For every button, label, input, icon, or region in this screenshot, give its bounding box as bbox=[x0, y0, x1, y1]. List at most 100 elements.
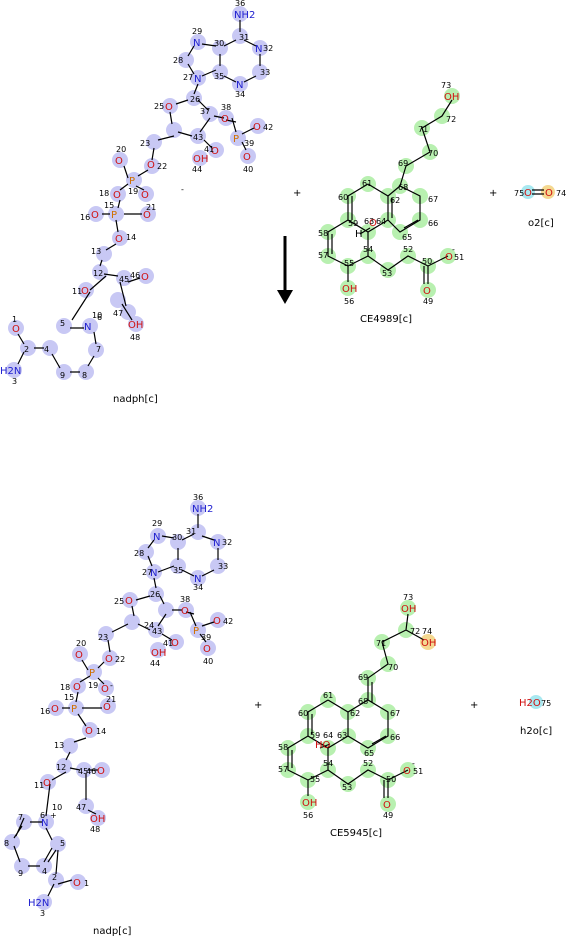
atom-number: 50 bbox=[386, 775, 396, 784]
atom-o: O bbox=[203, 644, 211, 655]
atom-n: N bbox=[193, 38, 200, 49]
atom-o: O bbox=[403, 766, 411, 777]
atom-number: 42 bbox=[223, 617, 233, 626]
molecule-ce5945: OH OH O O OH HO 73 74 72 71 70 69 68 67 … bbox=[278, 593, 436, 839]
plus-sign: + bbox=[489, 188, 497, 199]
atom-number: 27 bbox=[183, 73, 193, 82]
atom-number: 38 bbox=[180, 595, 190, 604]
atom-o: O bbox=[141, 272, 149, 283]
atom-o: O bbox=[213, 616, 221, 627]
atom-number: 39 bbox=[244, 139, 254, 148]
atom-number: 25 bbox=[114, 597, 124, 606]
atom-number: 14 bbox=[126, 233, 136, 242]
atom-number: 2 bbox=[52, 873, 57, 882]
atom-number: 10 bbox=[92, 311, 102, 320]
atom-p: P bbox=[111, 210, 117, 221]
nadp-numbers: 36 31 32 33 34 35 30 29 28 27 26 25 24 3… bbox=[4, 493, 233, 918]
atom-o: O bbox=[101, 684, 109, 695]
molecule-ce4989: OH O O OH H O 73 72 71 70 69 68 67 66 65… bbox=[318, 81, 464, 325]
atom-number: 4 bbox=[42, 867, 47, 876]
atom-number: 23 bbox=[140, 139, 150, 148]
atom-number: 20 bbox=[116, 145, 126, 154]
atom-o: O bbox=[12, 324, 20, 335]
atom-o: O bbox=[369, 218, 377, 229]
atom-number: 18 bbox=[99, 189, 109, 198]
atom-number: 53 bbox=[382, 269, 392, 278]
atom-number: 13 bbox=[54, 741, 64, 750]
atom-number: 40 bbox=[243, 165, 253, 174]
atom-n: N bbox=[150, 568, 157, 579]
atom-number: 15 bbox=[64, 693, 74, 702]
molecule-nadph: NH2 N N N N O O P O O O OH O O P O O P O… bbox=[0, 0, 273, 405]
atom-number: 42 bbox=[263, 123, 273, 132]
atom-number: 41 bbox=[163, 639, 173, 648]
atom-number: 7 bbox=[18, 813, 23, 822]
atom-number: 58 bbox=[318, 229, 328, 238]
atom-oh: OH bbox=[342, 284, 357, 295]
atom-n: N bbox=[194, 74, 201, 85]
atom-number: 44 bbox=[192, 165, 202, 174]
nadph-atoms: NH2 N N N N O O P O O O OH O O P O O P O… bbox=[0, 10, 262, 377]
atom-number: 49 bbox=[423, 297, 433, 306]
atom-number: 47 bbox=[76, 803, 86, 812]
reaction-arrow bbox=[277, 236, 293, 304]
atom-number: 55 bbox=[344, 259, 354, 268]
atom-oh: OH bbox=[302, 798, 317, 809]
atom-number: 60 bbox=[298, 709, 308, 718]
atom-number: 58 bbox=[278, 743, 288, 752]
atom-number: 39 bbox=[201, 633, 211, 642]
atom-oh: OH bbox=[151, 648, 166, 659]
atom-h2o: H2O bbox=[519, 698, 541, 709]
nadp-bonds bbox=[13, 514, 219, 897]
atom-number: 64 bbox=[376, 217, 386, 226]
atom-number: 38 bbox=[221, 103, 231, 112]
charge-minus: - bbox=[181, 185, 184, 194]
atom-number: 2 bbox=[24, 345, 29, 354]
atom-number: 56 bbox=[303, 811, 313, 820]
atom-number: 70 bbox=[428, 149, 438, 158]
atom-number: 37 bbox=[200, 107, 210, 116]
atom-number: 57 bbox=[278, 765, 288, 774]
ce4989-bonds bbox=[327, 99, 453, 284]
atom-number: 29 bbox=[192, 27, 202, 36]
atom-n: N bbox=[41, 818, 48, 829]
atom-number: 5 bbox=[60, 319, 65, 328]
atom-o: O bbox=[125, 596, 133, 607]
atom-number: 50 bbox=[422, 257, 432, 266]
charge-minus: - bbox=[452, 245, 455, 254]
atom-number: 44 bbox=[150, 659, 160, 668]
atom-number: 6 bbox=[97, 313, 102, 322]
atom-number: 71 bbox=[376, 639, 386, 648]
product-label-ce5945: CE5945[c] bbox=[330, 828, 382, 839]
atom-o: O bbox=[143, 210, 151, 221]
atom-number: 22 bbox=[157, 162, 167, 171]
atom-number: 73 bbox=[441, 81, 451, 90]
atom-number: 4 bbox=[44, 345, 49, 354]
molecule-nadp: NH2 N N N N O O P O O O OH O O P O O P O… bbox=[4, 493, 233, 937]
atom-number: 12 bbox=[56, 763, 66, 772]
atom-number: 35 bbox=[173, 566, 183, 575]
atom-number: 16 bbox=[40, 707, 50, 716]
atom-number: 64 bbox=[323, 731, 333, 740]
atom-number: 34 bbox=[193, 583, 203, 592]
atom-number: 46 bbox=[130, 271, 140, 280]
atom-number: 75 bbox=[541, 699, 551, 708]
atom-number: 28 bbox=[173, 56, 183, 65]
atom-number: 51 bbox=[413, 767, 423, 776]
atom-number: 15 bbox=[104, 201, 114, 210]
atom-o: O bbox=[43, 778, 51, 789]
atom-number: 23 bbox=[98, 633, 108, 642]
atom-number: 5 bbox=[60, 839, 65, 848]
atom-number: 61 bbox=[323, 691, 333, 700]
atom-number: 72 bbox=[410, 627, 420, 636]
atom-o: O bbox=[383, 800, 391, 811]
nadph-bonds bbox=[17, 20, 261, 373]
atom-number: 41 bbox=[204, 145, 214, 154]
atom-nh2: NH2 bbox=[234, 10, 255, 21]
atom-o: O bbox=[51, 704, 59, 715]
atom-number: 20 bbox=[76, 639, 86, 648]
nadph-numbers: 36 31 32 33 34 35 30 29 28 27 26 25 37 3… bbox=[12, 0, 273, 386]
atom-number: 7 bbox=[96, 345, 101, 354]
atom-o: O bbox=[115, 234, 123, 245]
charge-minus: - bbox=[110, 681, 113, 690]
